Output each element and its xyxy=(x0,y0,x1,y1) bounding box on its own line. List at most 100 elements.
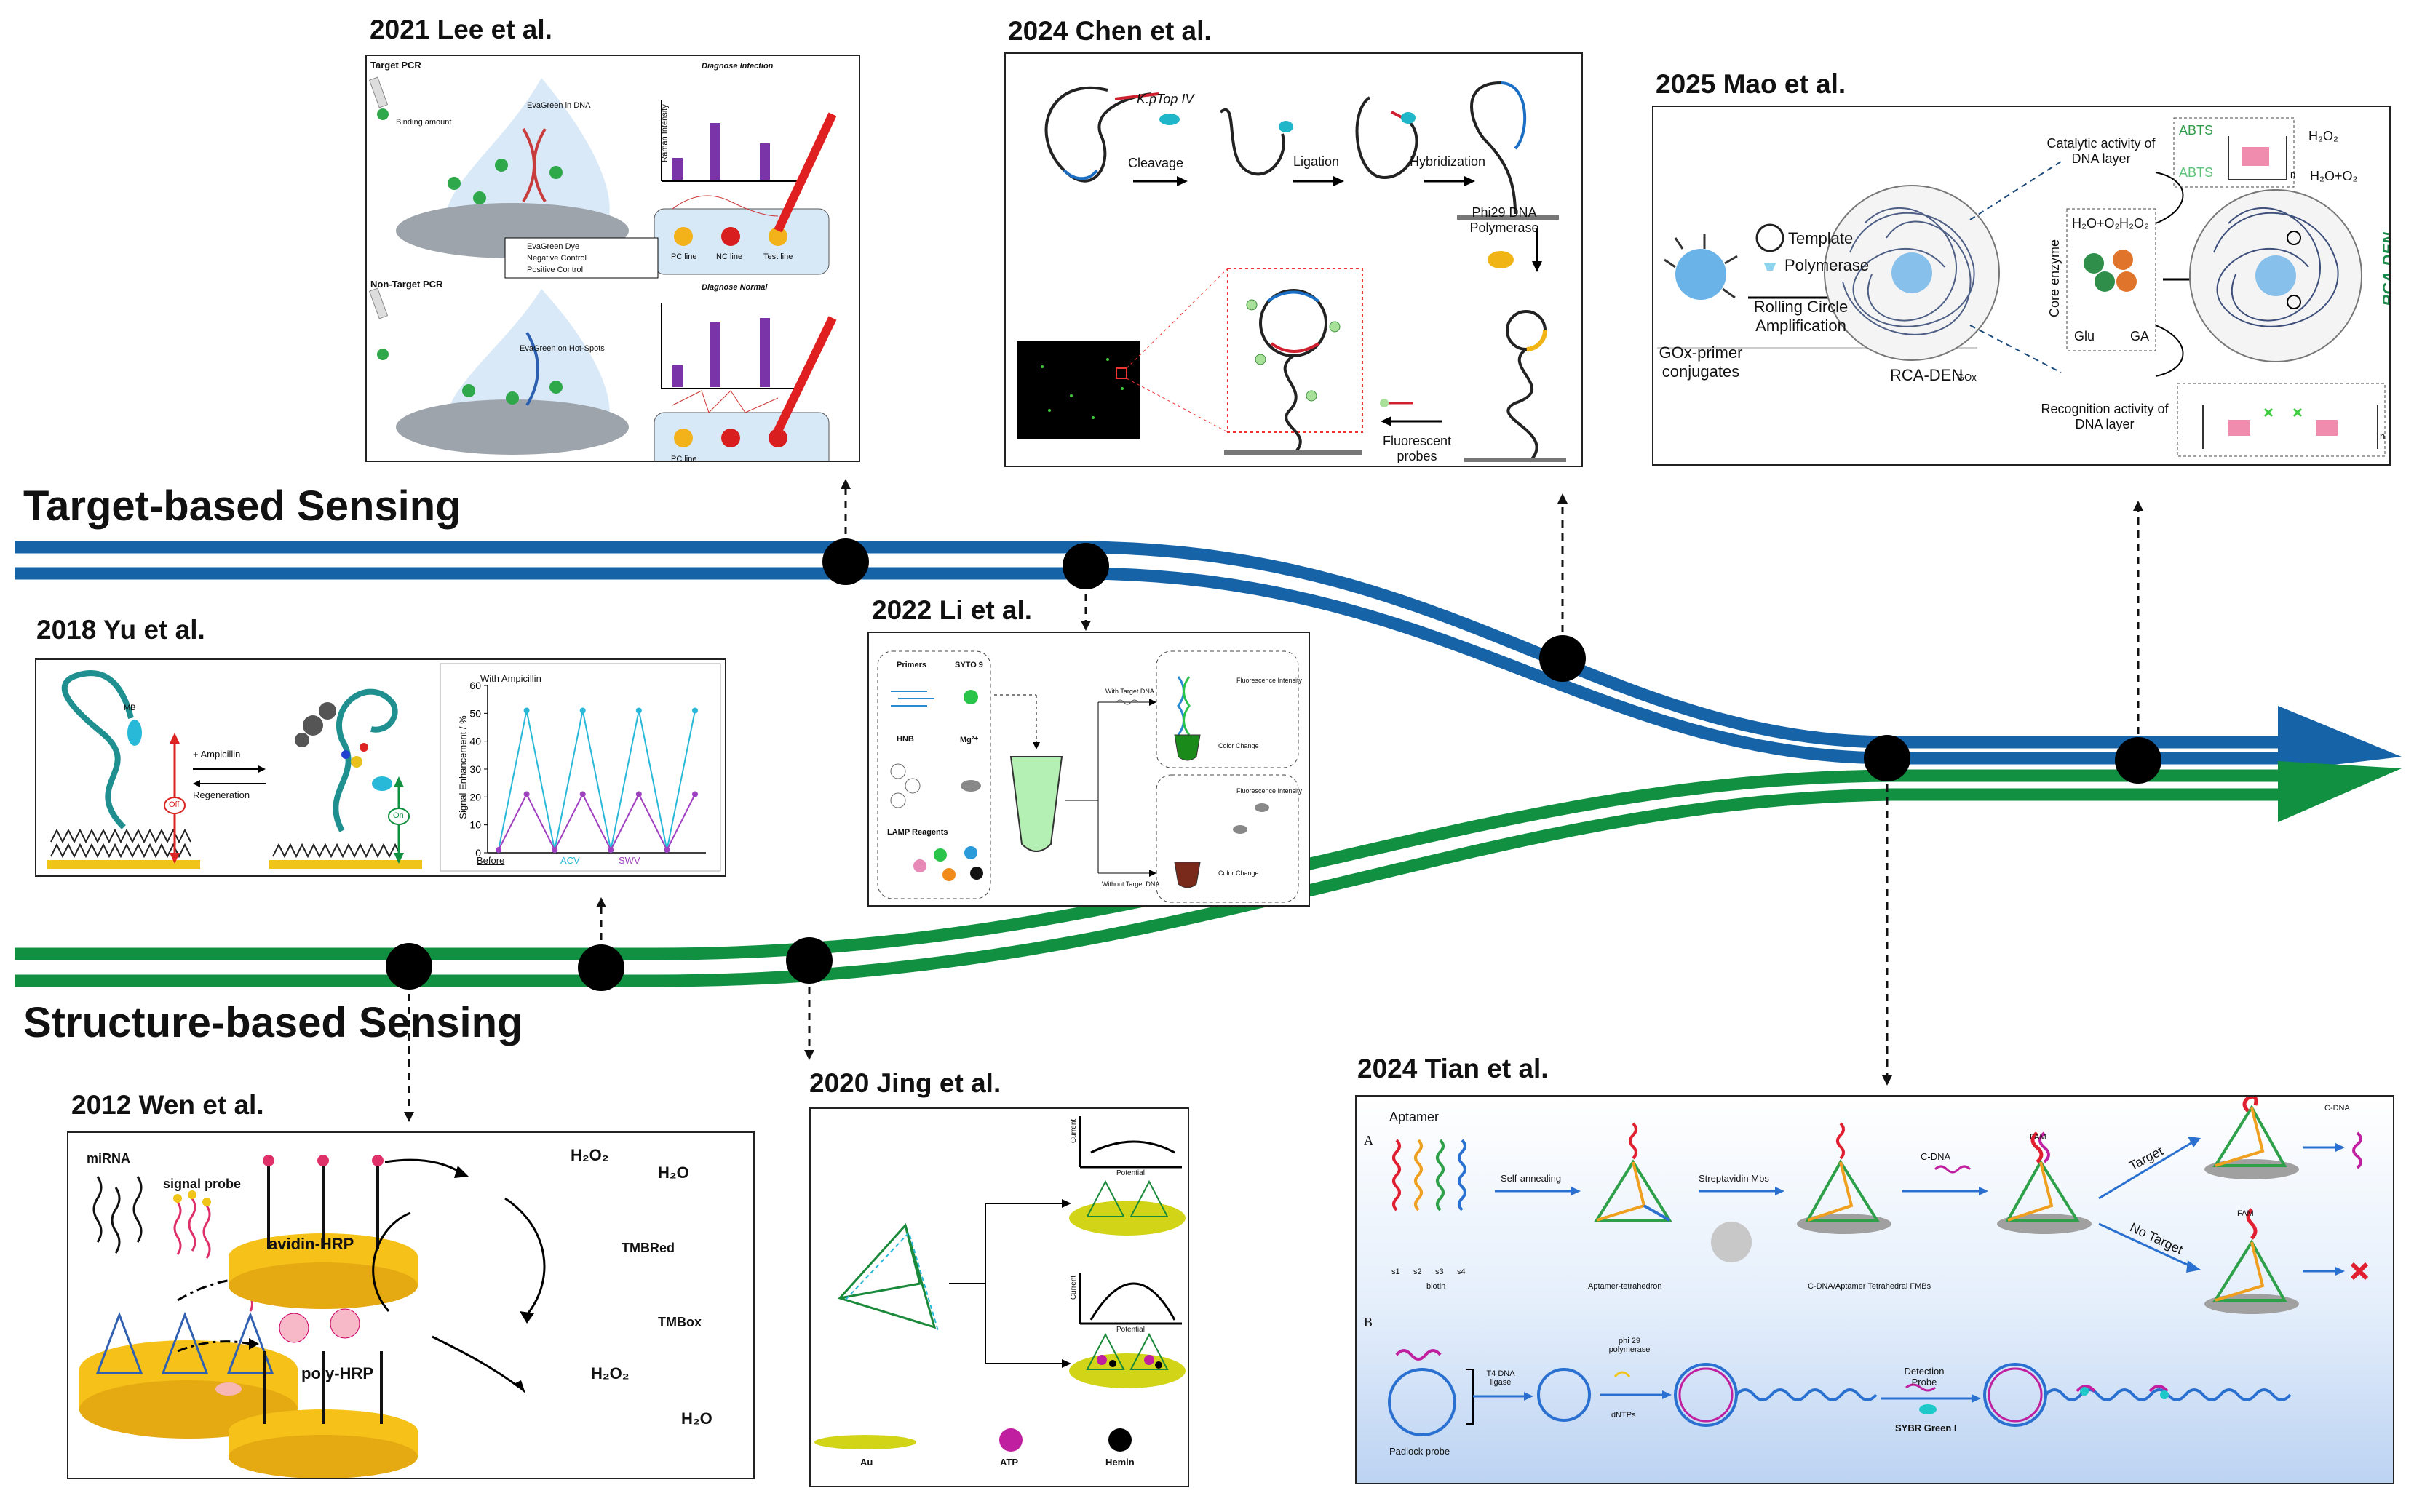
lee-label-10: Negative Control xyxy=(527,254,587,263)
milestone-2025 xyxy=(2115,737,2161,784)
tian-label-0: Aptamer xyxy=(1389,1110,1440,1124)
lee-label-8: Test line xyxy=(763,252,793,261)
li-label-3: Mg²⁺ xyxy=(960,736,979,744)
chen-label-1: Cleavage xyxy=(1128,156,1184,170)
yu-chart-xcat-0: Before xyxy=(477,855,505,866)
yu-legend-acv: ACV xyxy=(560,855,580,866)
chen-label-4: Phi29 DNA Polymerase xyxy=(1469,205,1539,235)
figure-mao2025: Template Polymerase Rolling Circle Ampli… xyxy=(1652,106,2391,466)
jing-label-4: Hemin xyxy=(1105,1457,1135,1468)
lee-label-5: Laser xyxy=(825,71,846,79)
jing-label-1b: Potential xyxy=(1116,1326,1145,1334)
li2022-artwork xyxy=(877,650,1299,903)
tian-label-4b: C-DNA xyxy=(2324,1104,2350,1113)
li-label-2: HNB xyxy=(897,735,914,744)
study-title-jing2020: 2020 Jing et al. xyxy=(809,1068,1001,1098)
study-title-yu2018: 2018 Yu et al. xyxy=(36,615,205,645)
study-title-mao2025: 2025 Mao et al. xyxy=(1656,69,1846,99)
tian-label-11: s4 xyxy=(1457,1268,1466,1276)
milestone-2021 xyxy=(822,538,869,585)
lee-label-14: Diagnose Normal xyxy=(702,283,768,292)
jing-label-2: Au xyxy=(860,1457,873,1468)
yu-chart-ytick-label-6: 60 xyxy=(469,680,481,691)
chen-label-2: Ligation xyxy=(1293,154,1340,169)
lee-label-6b: PC line xyxy=(671,455,697,462)
study-title-tian2024: 2024 Tian et al. xyxy=(1357,1054,1549,1083)
figure-wen2012: miRNA signal probe avidin-HRP poly-HRP H… xyxy=(67,1131,755,1479)
wen-label-4b: H₂O₂ xyxy=(591,1364,630,1382)
lee-label-11: Positive Control xyxy=(527,266,584,274)
tian-label-5: FAM xyxy=(2030,1133,2046,1142)
yu-chart-point-ACV-5 xyxy=(635,707,642,714)
wen2012-artwork xyxy=(79,1155,546,1478)
lee-label-3: Diagnose Infection xyxy=(702,62,774,71)
yu-label-3: Off xyxy=(169,800,180,809)
tian-label-20: SYBR Green I xyxy=(1895,1423,1957,1433)
mao-label-6: Catalytic activity of DNA layer xyxy=(2046,136,2156,166)
tian-label-17: phi 29 polymerase xyxy=(1608,1337,1651,1354)
yu-legend-swv: SWV xyxy=(619,855,640,866)
jing-label-1: Potential xyxy=(1116,1169,1145,1177)
yu-chart-series-ACV xyxy=(498,710,696,851)
li-label-4: LAMP Reagents xyxy=(887,828,948,837)
structure-arrowhead xyxy=(2278,761,2402,822)
yu-chart-point-SWV-7 xyxy=(692,791,698,797)
figure-li2022: Primers SYTO 9 HNB Mg²⁺ LAMP Reagents Wi… xyxy=(867,632,1310,907)
milestone-arrowheads xyxy=(404,479,2143,1122)
yu-chart-ytick-label-2: 20 xyxy=(469,791,481,803)
yu-chart-point-ACV-1 xyxy=(523,707,530,714)
lee-label-1: Binding amount xyxy=(396,118,452,127)
mao2025-artwork xyxy=(1657,117,2386,457)
mao-label-3: GOx-primer conjugates xyxy=(1659,343,1743,381)
lee-label-4: Raman Intensity xyxy=(660,104,670,162)
milestone-2024-chen xyxy=(1539,635,1586,682)
tian-label-18: dNTPs xyxy=(1611,1411,1636,1420)
yu-chart-ytick-label-5: 50 xyxy=(469,707,481,719)
mao-label-7: ABTS xyxy=(2179,123,2214,138)
lee2021-artwork xyxy=(368,76,837,461)
tian2024-artwork xyxy=(1388,1097,2369,1436)
li-label-8: Without Target DNA xyxy=(1102,880,1160,888)
tian-label-21: Padlock probe xyxy=(1389,1446,1450,1457)
wen-label-4: H₂O₂ xyxy=(571,1146,609,1164)
lee-label-7: NC line xyxy=(716,252,743,261)
yu-chart-ytick-label-1: 10 xyxy=(469,819,481,831)
yu-chart-point-ACV-3 xyxy=(579,707,586,714)
mao-label-10: Core enzyme xyxy=(2047,239,2062,318)
milestone-2020 xyxy=(786,937,833,984)
wen-label-5: H₂O xyxy=(658,1163,689,1182)
chen2024-artwork xyxy=(1017,81,1566,463)
tian-label-10: s3 xyxy=(1435,1268,1444,1276)
lee-label-6: PC line xyxy=(671,252,697,261)
mao-label-2: Rolling Circle Amplification xyxy=(1753,298,1849,335)
yu-label-2: Regeneration xyxy=(193,789,250,800)
yu-chart-point-SWV-6 xyxy=(664,847,670,854)
mao-label-11: Glu xyxy=(2074,329,2095,343)
tian-label-15: B xyxy=(1364,1315,1373,1329)
structure-track-label: Structure-based Sensing xyxy=(23,999,523,1046)
mao-label-13: Recognition activity of DNA layer xyxy=(2041,402,2169,431)
li-label-1: SYTO 9 xyxy=(955,661,983,669)
tian-label-14: C-DNA/Aptamer Tetrahedral FMBs xyxy=(1808,1282,1931,1291)
figure-jing2020: Current Potential Current Potential Au A… xyxy=(809,1107,1189,1487)
chen-label-0: K.pTop IV xyxy=(1137,92,1194,106)
li-label-7: Color Change xyxy=(1218,742,1259,749)
target-track-lower xyxy=(15,567,2292,765)
mao-label-9b: H₂O+O₂ xyxy=(2072,216,2120,231)
jing-label-0: Current xyxy=(1070,1118,1079,1144)
mao-label-12: GA xyxy=(2130,329,2150,343)
tian-label-9: s2 xyxy=(1413,1268,1422,1276)
tian-label-4: C-DNA xyxy=(1921,1151,1951,1162)
structure-track-lower xyxy=(15,788,2292,987)
chen-label-5: Fluorescent probes xyxy=(1382,434,1452,463)
wen-label-5b: H₂O xyxy=(681,1409,712,1428)
mao-label-0: Template xyxy=(1788,229,1854,247)
yu-chart-ylabel: Signal Enhancement / % xyxy=(457,715,469,819)
mao-label-4b: RCA-DEN xyxy=(2379,232,2391,306)
yu-label-4: On xyxy=(393,811,404,820)
yu-chart-ytick-label-4: 40 xyxy=(469,736,481,747)
mao-label-1: Polymerase xyxy=(1784,256,1870,274)
wen-label-6: TMBRed xyxy=(622,1241,675,1255)
